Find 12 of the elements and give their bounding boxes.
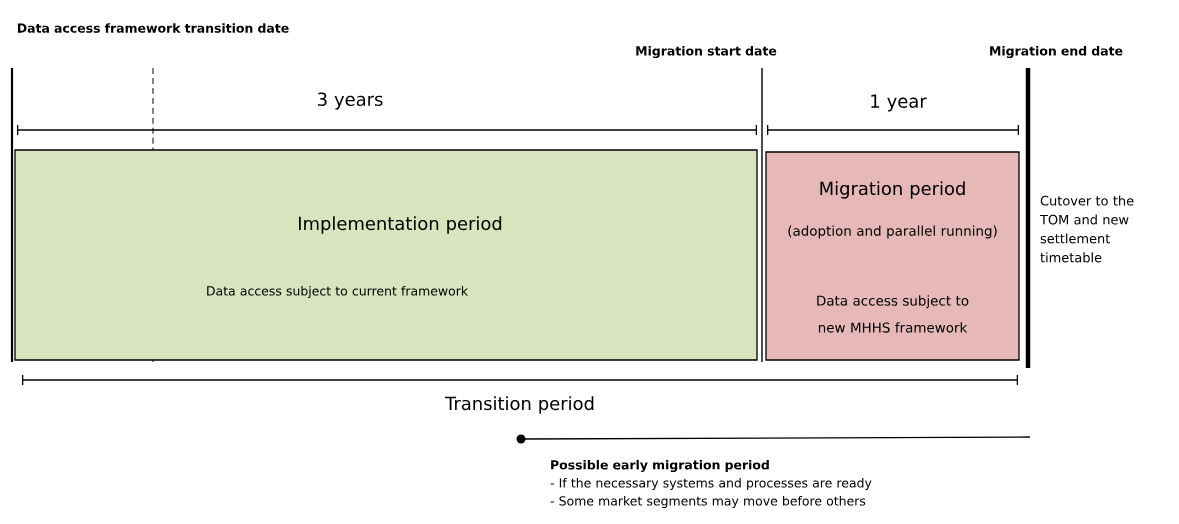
note-heading: Possible early migration period — [551, 459, 769, 473]
note-text: - If the necessary systems and processes are ready — [550, 477, 872, 490]
period-box: Migration period (adoption and parallel running) Data access subject to new MHHS framework — [765, 151, 1020, 361]
duration-label: 3 years — [318, 92, 383, 110]
note-text: Cutover to the TOM and new settlement timetable — [1039, 195, 1134, 263]
date-label: Migration end date — [990, 45, 1123, 59]
duration-label: 1 year — [871, 94, 927, 112]
period-box: Implementation period Data access subject to current framework — [14, 149, 758, 361]
note-text: - Some market segments may move before others — [550, 495, 866, 508]
date-label: Data access framework transition date — [17, 23, 289, 33]
duration-label: Transition period — [445, 396, 594, 414]
date-label: Migration start date — [636, 45, 777, 59]
